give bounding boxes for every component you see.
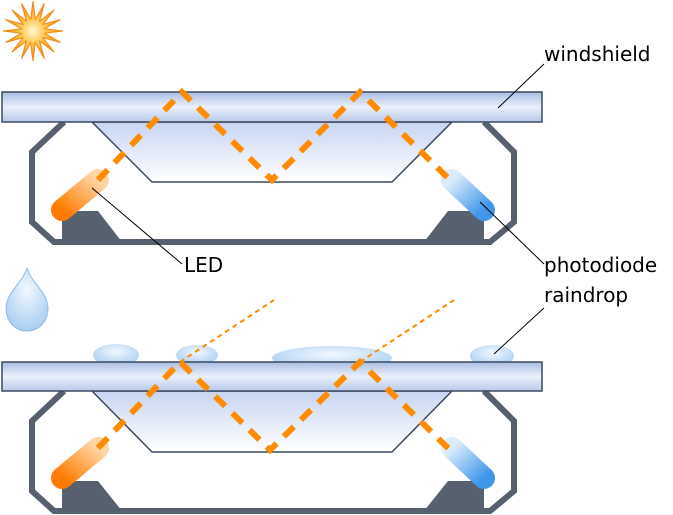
windshield-glass bbox=[1, 91, 543, 123]
led-mount bbox=[62, 211, 122, 242]
escaping-light-ray bbox=[359, 299, 455, 363]
light-ray bbox=[95, 357, 455, 455]
escaping-light-ray bbox=[179, 299, 275, 363]
raindrop-icon bbox=[5, 266, 49, 332]
photodiode-label: photodiode bbox=[544, 253, 657, 277]
photodiode-leader-line bbox=[479, 201, 545, 265]
wet-sensor bbox=[1, 299, 543, 514]
raindrop-leader-line bbox=[493, 307, 545, 355]
sensor-housing bbox=[29, 388, 517, 514]
photodiode-mount bbox=[424, 211, 484, 242]
led-label: LED bbox=[184, 253, 223, 277]
windshield-leader-line bbox=[497, 63, 545, 109]
photodiode-mount bbox=[424, 481, 484, 511]
led-mount bbox=[62, 481, 122, 511]
dry-sensor bbox=[1, 87, 543, 245]
led bbox=[51, 169, 109, 221]
windshield-label: windshield bbox=[544, 42, 651, 66]
photodiode bbox=[441, 437, 495, 489]
led-leader-line bbox=[91, 187, 183, 265]
led bbox=[51, 437, 109, 489]
raindrop-label: raindrop bbox=[544, 283, 628, 307]
sensor-housing bbox=[29, 119, 517, 245]
water-drop bbox=[176, 345, 218, 365]
photodiode bbox=[441, 169, 495, 221]
prism bbox=[90, 121, 454, 183]
light-ray bbox=[95, 87, 455, 185]
water-drop bbox=[93, 344, 139, 366]
sun-icon bbox=[2, 0, 64, 62]
windshield-glass bbox=[1, 361, 543, 392]
prism bbox=[90, 390, 454, 453]
